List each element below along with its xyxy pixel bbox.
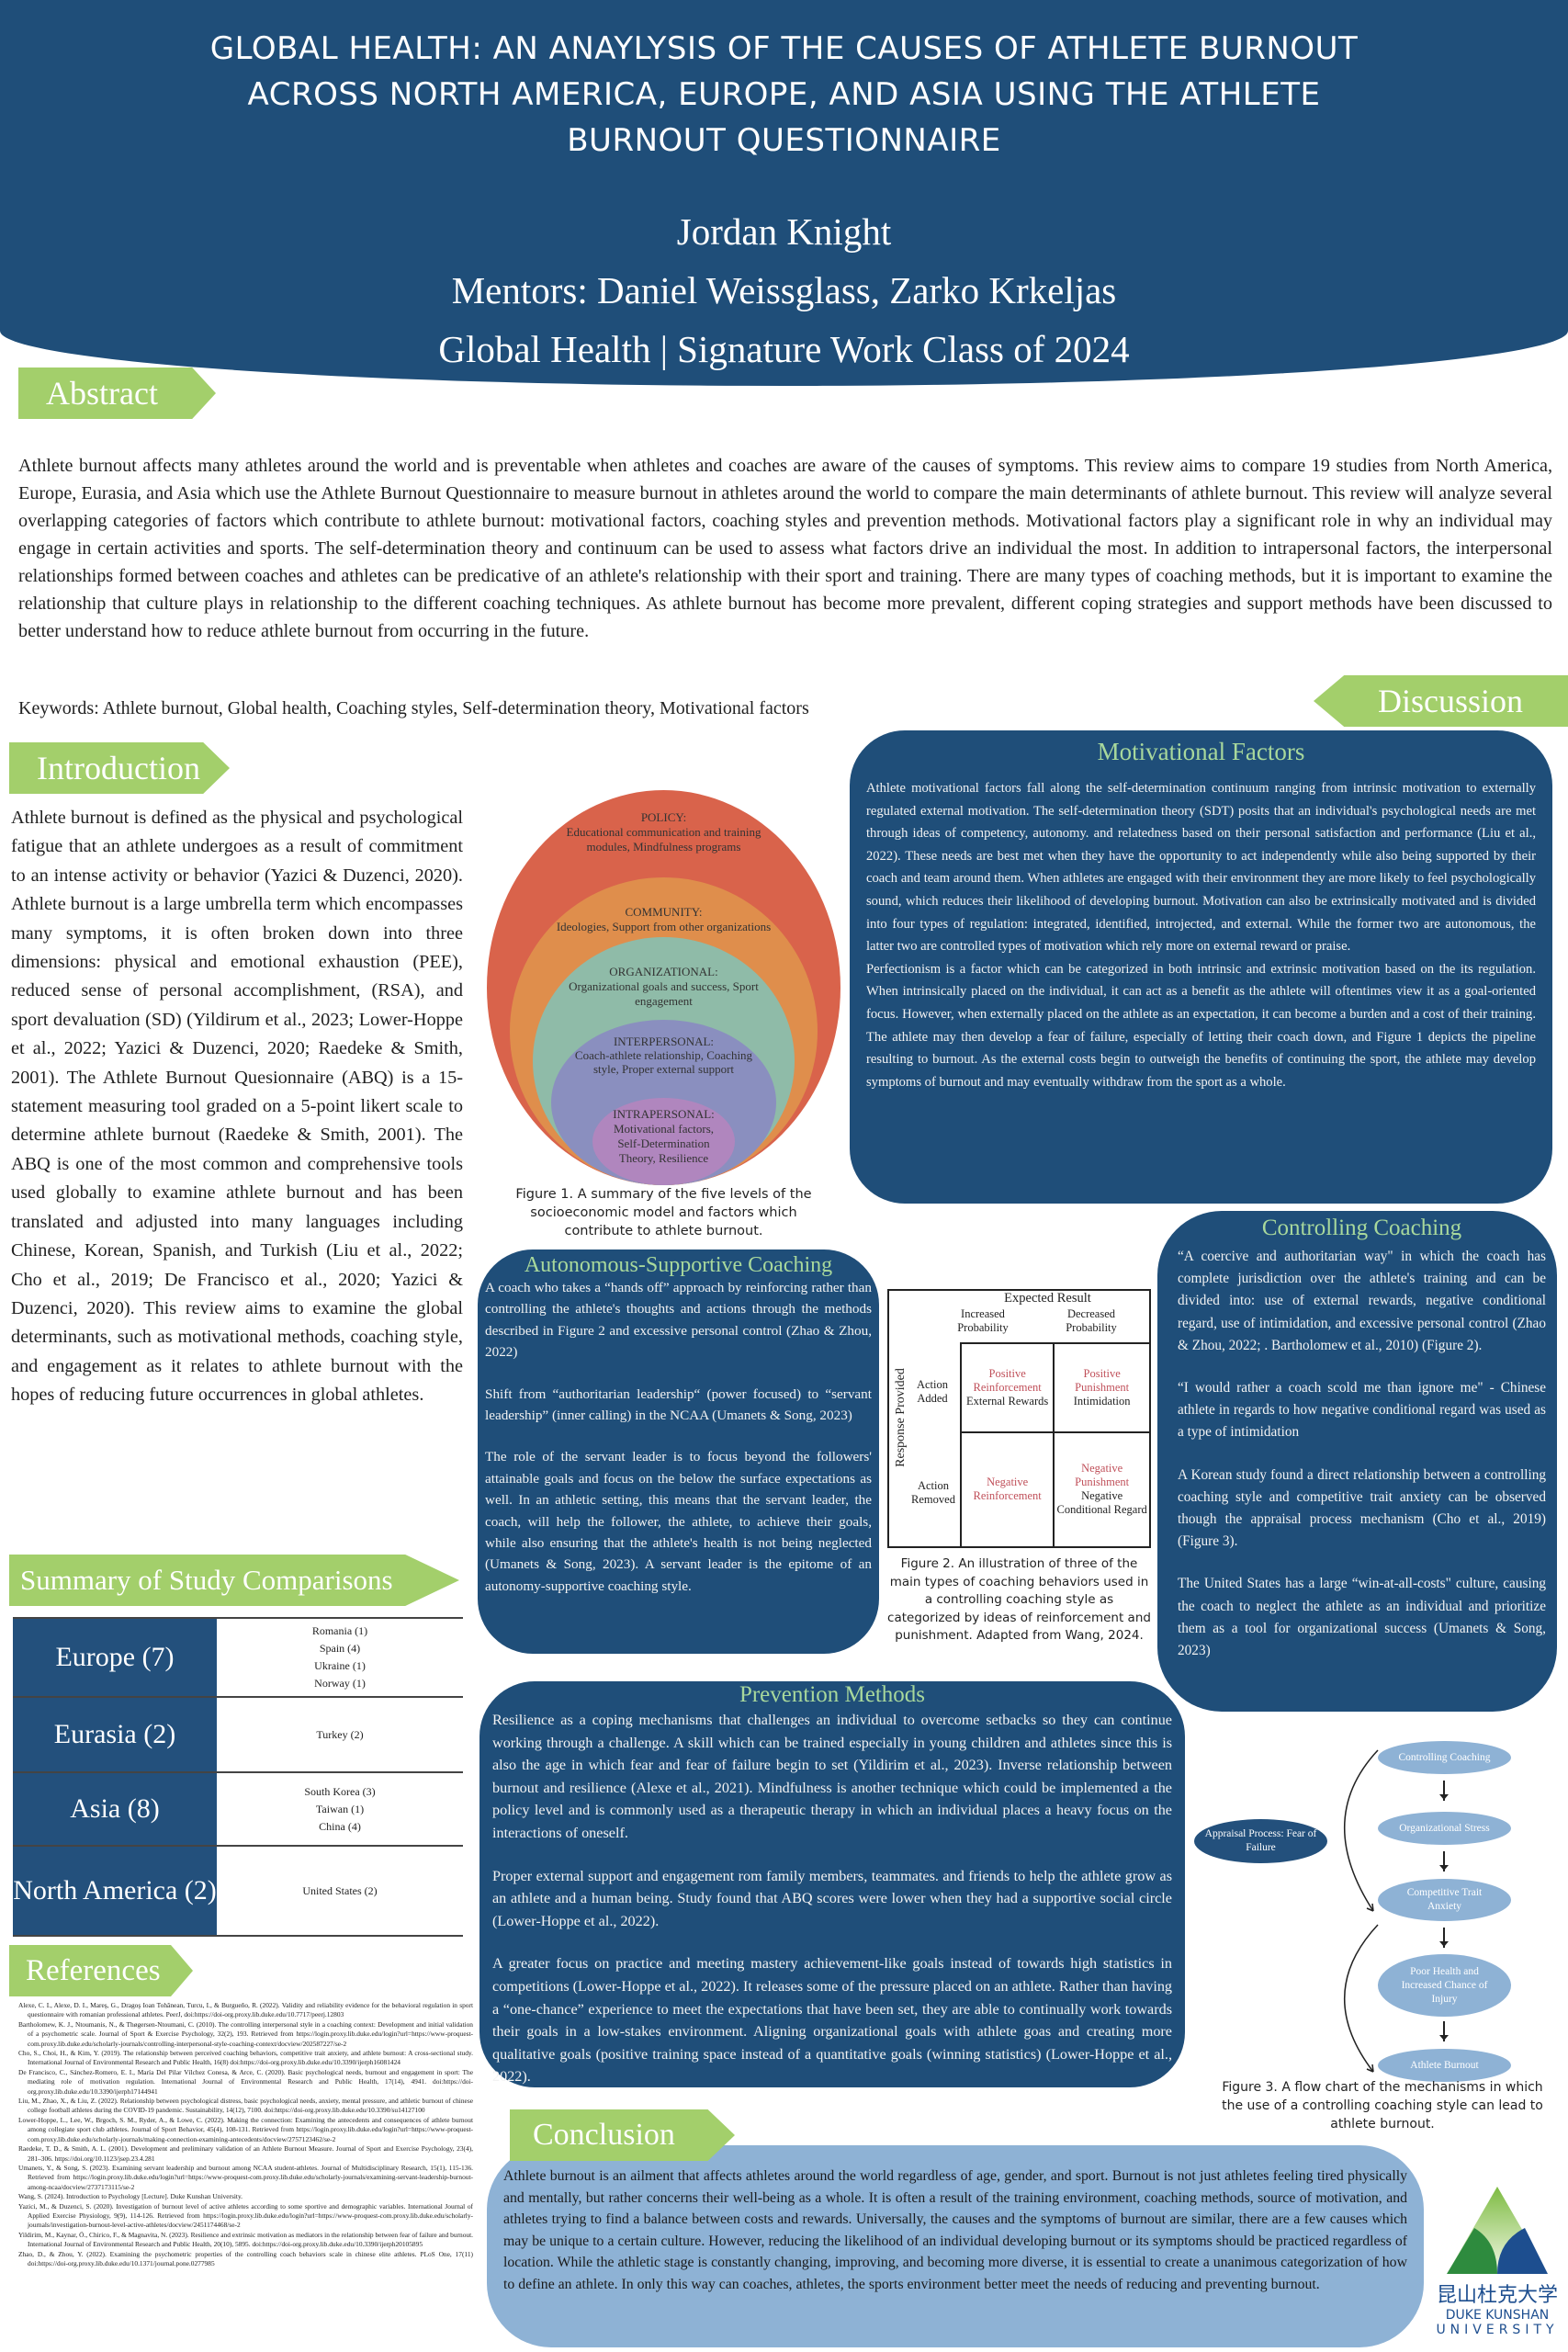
author: Jordan Knight <box>676 210 892 253</box>
discussion-heading: Discussion <box>1314 675 1568 727</box>
prevention-title: Prevention Methods <box>739 1682 926 1707</box>
table-row: Asia (8)South Korea (3)Taiwan (1)China (… <box>13 1771 463 1846</box>
program: Global Health | Signature Work Class of … <box>438 328 1130 370</box>
curved-arrows <box>1343 1749 1379 2073</box>
autonomous-p2: Shift from “authoritarian leadership“ (p… <box>485 1385 872 1424</box>
conclusion-heading: Conclusion <box>510 2109 735 2161</box>
reference-item: Raedeke, T. D., & Smith, A. L. (2001). D… <box>18 2144 473 2163</box>
flow-node: Poor Health and Increased Chance of Inju… <box>1378 1954 1511 2017</box>
figure2-reinforcement-grid: Expected Result Increased Probability De… <box>887 1289 1151 1549</box>
abstract-text: Athlete burnout affects many athletes ar… <box>18 456 1552 641</box>
introduction-text: Athlete burnout is defined as the physic… <box>11 808 463 1406</box>
motivational-factors-p2: Perfectionism is a factor which can be c… <box>866 961 1536 1090</box>
motivational-factors-panel: Motivational Factors Athlete motivationa… <box>850 730 1552 1204</box>
conclusion-text: Athlete burnout is an ailment that affec… <box>503 2168 1407 2292</box>
figure1-caption: Figure 1. A summary of the five levels o… <box>515 1187 812 1238</box>
col-increased: Increased Probability <box>957 1307 1009 1334</box>
reference-item: Cho, S., Choi, H., & Kim, Y. (2019). The… <box>18 2049 473 2067</box>
controlling-p2: “I would rather a coach scold me than ig… <box>1178 1380 1546 1441</box>
down-arrow-icon <box>1439 1781 1449 1801</box>
title-line: ACROSS NORTH AMERICA, EUROPE, AND ASIA U… <box>247 76 1321 113</box>
title-line: GLOBAL HEALTH: AN ANAYLYSIS OF THE CAUSE… <box>209 30 1359 67</box>
motivational-factors-title: Motivational Factors <box>1097 738 1305 765</box>
appraisal-node: Appraisal Process: Fear of Failure <box>1194 1819 1327 1863</box>
summary-heading: Summary of Study Comparisons <box>9 1555 459 1606</box>
prevention-methods-panel: Prevention Methods Resilience as a copin… <box>479 1681 1185 2087</box>
mentors: Mentors: Daniel Weissglass, Zarko Krkelj… <box>451 269 1117 311</box>
logo-line2: UNIVERSITY <box>1436 2323 1559 2337</box>
table-row: Europe (7)Romania (1)Spain (4)Ukraine (1… <box>13 1617 463 1697</box>
controlling-p4: The United States has a large “win-at-al… <box>1178 1576 1546 1659</box>
controlling-coaching-panel: Controlling Coaching “A coercive and aut… <box>1157 1211 1557 1712</box>
autonomous-p3: The role of the servant leader is to foc… <box>485 1449 872 1594</box>
reference-item: Zhao, D., & Zhou, Y. (2022). Examining t… <box>18 2249 473 2267</box>
reference-item: Wang, S. (2024). Introduction to Psychol… <box>18 2192 243 2201</box>
down-arrow-icon <box>1439 1928 1449 1948</box>
abstract-heading: Abstract <box>18 368 216 419</box>
col-decreased: Decreased Probability <box>1066 1307 1117 1334</box>
controlling-coaching-title: Controlling Coaching <box>1261 1216 1462 1240</box>
logo-mark-icon <box>1447 2187 1548 2274</box>
reference-item: Liu, M., Zhao, X., & Liu, Z. (2022). Rel… <box>18 2097 473 2115</box>
flow-node: Organizational Stress <box>1378 1812 1511 1845</box>
row-action-removed: Action Removed <box>911 1479 955 1506</box>
level-intrapersonal: INTRAPERSONAL:Motivational factors, Self… <box>592 1098 735 1185</box>
down-arrow-icon <box>1439 1851 1449 1871</box>
controlling-p1: “A coercive and authoritarian way" in wh… <box>1178 1249 1546 1353</box>
flow-node: Competitive Trait Anxiety <box>1378 1879 1511 1921</box>
reference-item: Yildirim, M., Kaynar, Ö., Chirico, F., &… <box>18 2230 473 2249</box>
response-provided-label: Response Provided <box>894 1368 908 1467</box>
table-row: Eurasia (2)Turkey (2) <box>13 1696 463 1772</box>
dku-logo: 昆山杜克大学 DUKE KUNSHAN UNIVERSITY <box>1433 2182 1562 2347</box>
title-line: BURNOUT QUESTIONNAIRE <box>567 122 1001 159</box>
motivational-factors-p1: Athlete motivational factors fall along … <box>866 781 1536 955</box>
reference-item: Alexe, C. I., Alexe, D. I., Mareş, G., D… <box>18 2001 473 2019</box>
logo-chinese: 昆山杜克大学 <box>1436 2284 1558 2307</box>
references-heading: References <box>9 1945 193 1996</box>
figure3-flowchart: Appraisal Process: Fear of Failure Contr… <box>1185 1736 1562 2086</box>
keywords: Keywords: Athlete burnout, Global health… <box>18 698 809 718</box>
conclusion-panel: Athlete burnout is an ailment that affec… <box>487 2145 1424 2347</box>
prevention-p1: Resilience as a coping mechanisms that c… <box>492 1712 1172 1841</box>
autonomous-coaching-title: Autonomous-Supportive Coaching <box>524 1253 833 1277</box>
reference-item: Yazici, M., & Duzenci, S. (2020). Invest… <box>18 2201 473 2230</box>
row-action-added: Action Added <box>916 1378 949 1405</box>
poster-title: GLOBAL HEALTH: AN ANAYLYSIS OF THE CAUSE… <box>55 26 1513 164</box>
autonomous-p1: A coach who takes a “hands off” approach… <box>485 1280 872 1361</box>
study-comparison-table: Europe (7)Romania (1)Spain (4)Ukraine (1… <box>13 1617 463 1937</box>
expected-result-label: Expected Result <box>1004 1291 1091 1306</box>
reference-item: Lower-Hoppe, L., Lee, W., Brgoch, S. M.,… <box>18 2115 473 2143</box>
table-row: North America (2)United States (2) <box>13 1845 463 1936</box>
reference-item: De Francisco, C., Sánchez-Romero, E. I.,… <box>18 2067 473 2096</box>
reference-item: Bartholomew, K. J., Ntoumanis, N., & Thø… <box>18 2019 473 2048</box>
down-arrow-icon <box>1439 2021 1449 2041</box>
header-banner <box>0 0 1568 386</box>
prevention-p3: A greater focus on practice and meeting … <box>492 1955 1173 2086</box>
flow-node: Athlete Burnout <box>1378 2049 1511 2082</box>
introduction-heading: Introduction <box>9 742 230 794</box>
figure2-caption: Figure 2. An illustration of three of th… <box>887 1556 1151 1643</box>
references-list: Alexe, C. I., Alexe, D. I., Mareş, G., D… <box>18 2001 473 2268</box>
autonomous-coaching-panel: Autonomous-Supportive Coaching A coach w… <box>478 1250 879 1654</box>
prevention-p2: Proper external support and engagement r… <box>492 1867 1172 1929</box>
logo-line1: DUKE KUNSHAN <box>1445 2308 1550 2323</box>
figure3-caption: Figure 3. A flow chart of the mechanisms… <box>1222 2080 1543 2132</box>
controlling-p3: A Korean study found a direct relationsh… <box>1178 1466 1546 1550</box>
flow-node: Controlling Coaching <box>1378 1741 1511 1774</box>
figure1-socioecological-model: POLICY:Educational communication and tra… <box>487 790 840 1185</box>
reference-item: Umanets, Y., & Song, S. (2023). Examinin… <box>18 2163 473 2191</box>
